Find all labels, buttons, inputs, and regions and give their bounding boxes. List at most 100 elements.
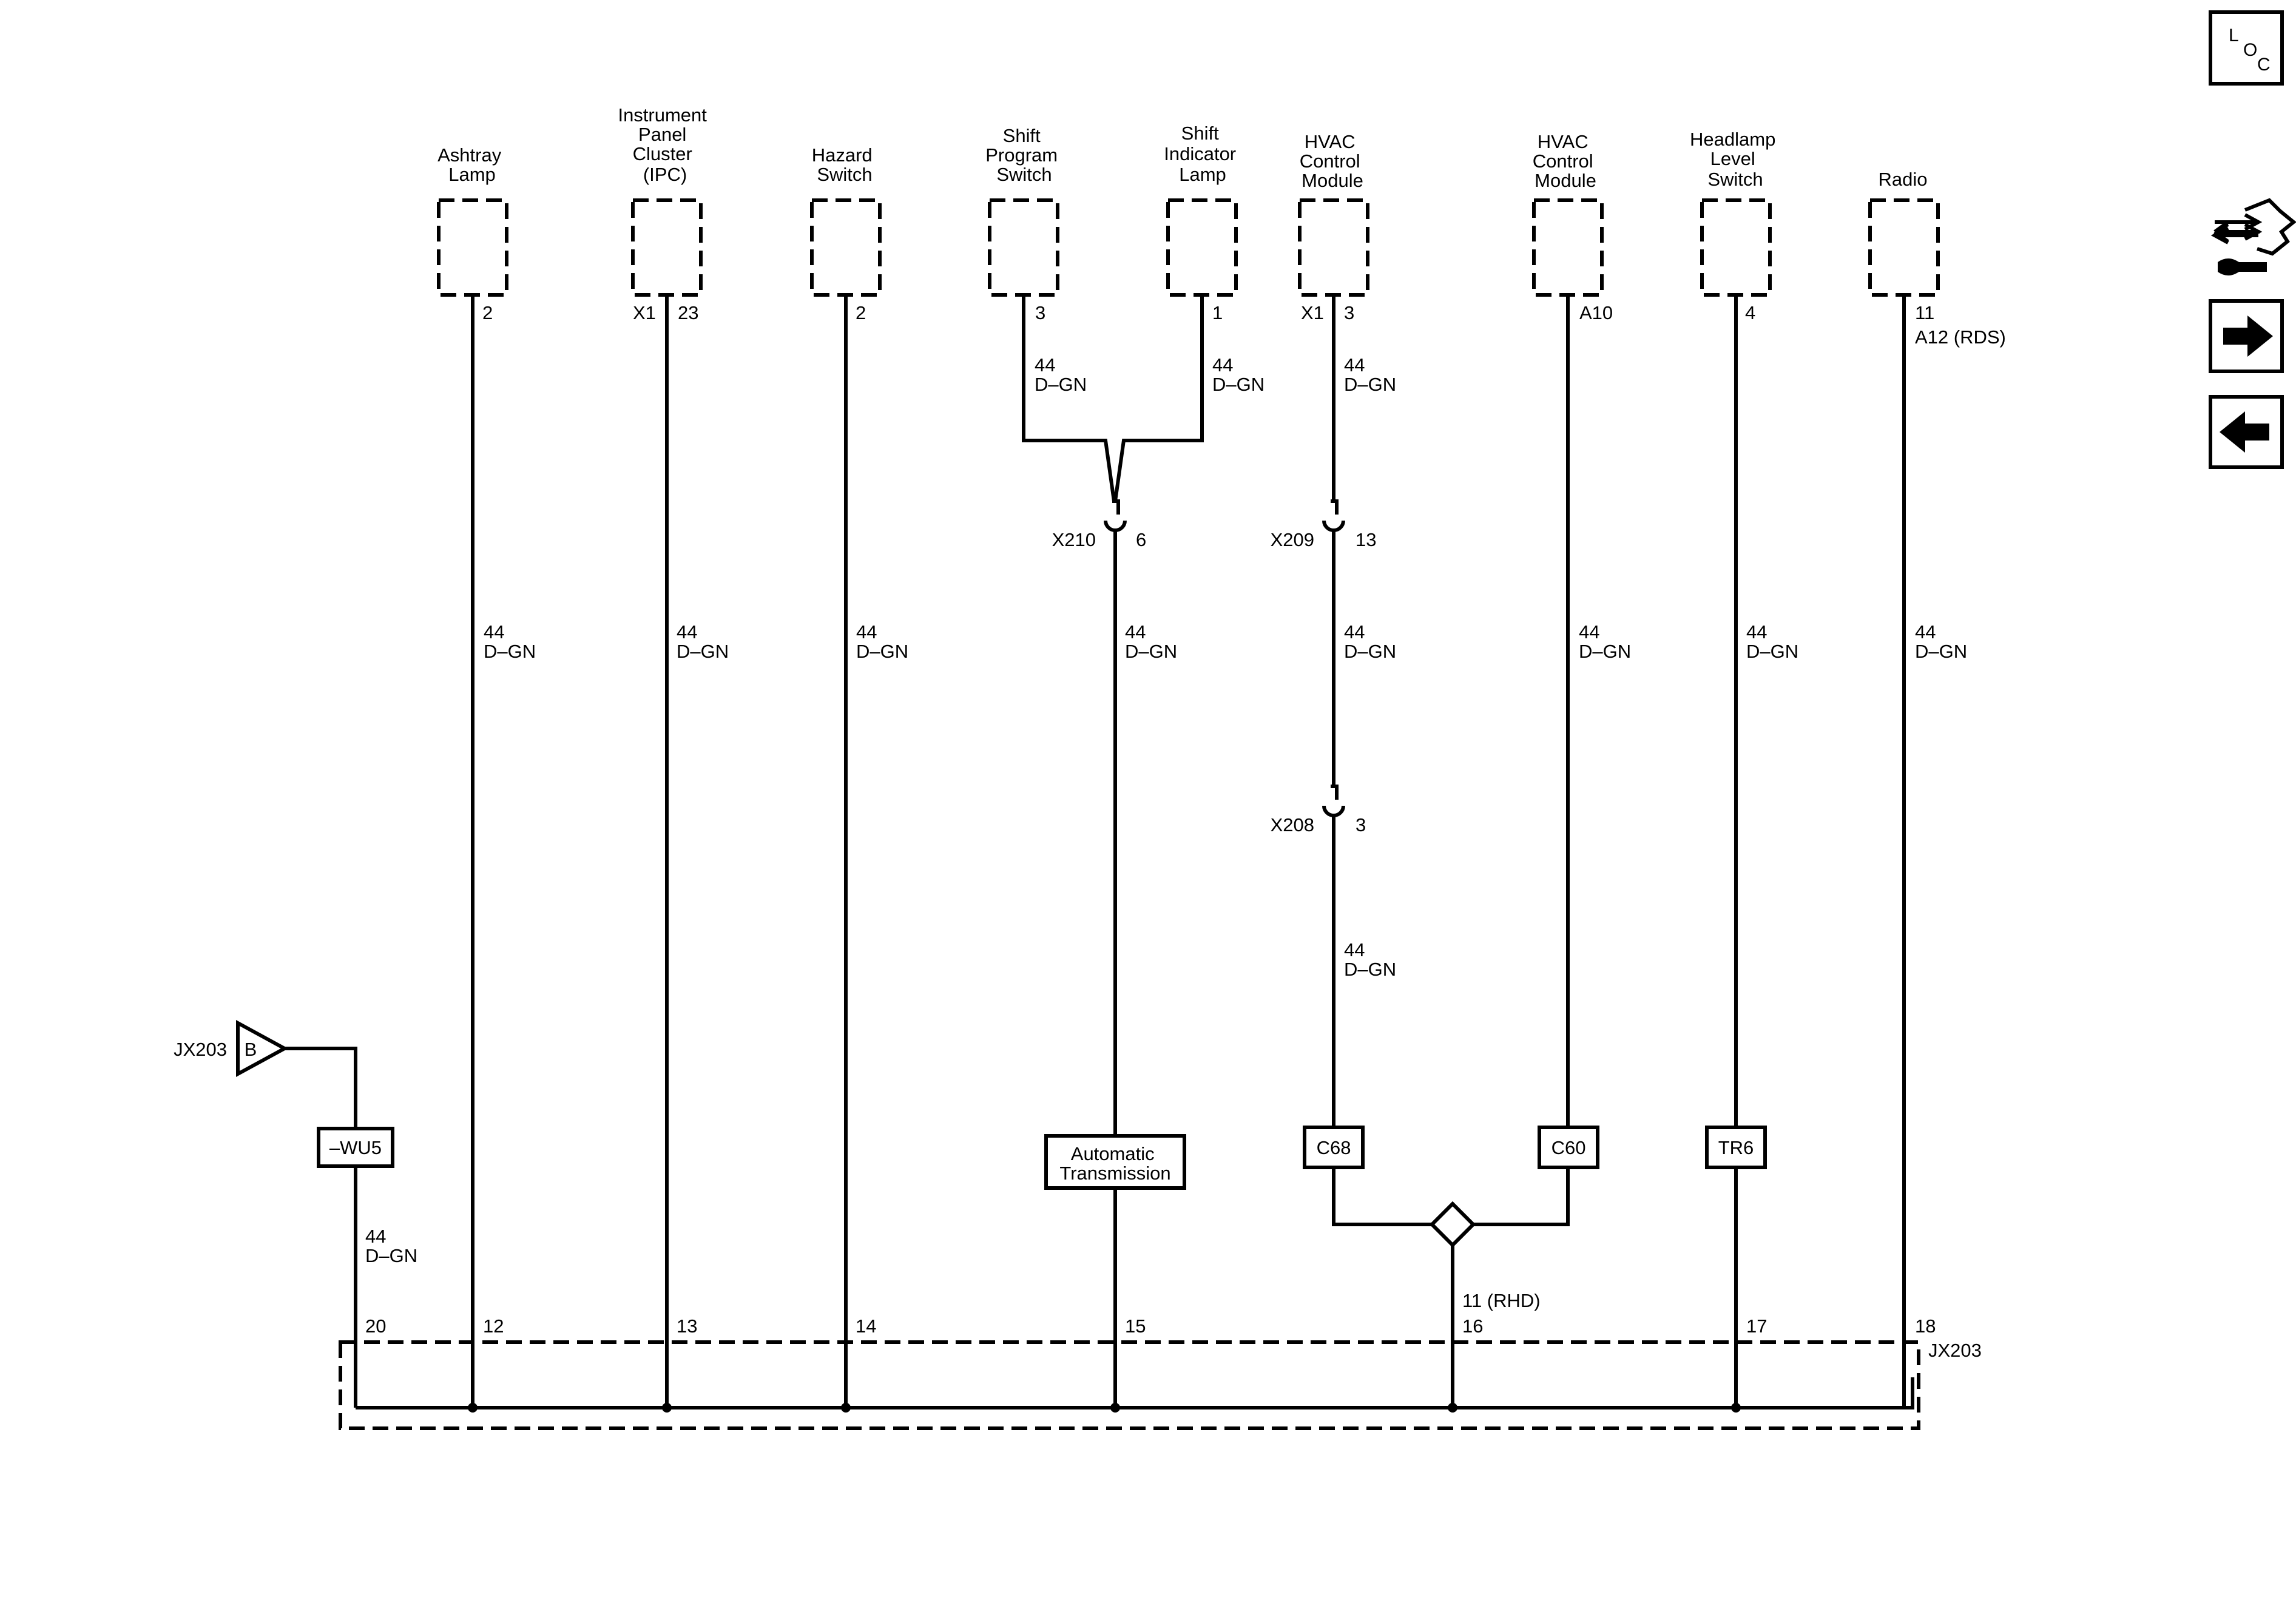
radio-label: Radio — [1879, 169, 1928, 190]
splice-dots — [468, 1403, 1741, 1413]
jx203-pin-14: 14 — [856, 1315, 876, 1337]
hazard-switch-box — [810, 198, 882, 297]
x209-pin: 13 — [1356, 529, 1376, 550]
connector-x208: X208 3 — [1271, 785, 1366, 836]
x210-pin: 6 — [1136, 529, 1146, 550]
ashtray-lamp-label: Ashtray Lamp — [437, 144, 507, 185]
prev-page-button[interactable] — [2209, 395, 2284, 469]
loc-letter-c: C — [2257, 55, 2271, 75]
option-tr6: TR6 — [1705, 1126, 1767, 1169]
ashtray-lamp-box — [437, 198, 508, 297]
headlamp-level-switch-label: Headlamp Level Switch — [1690, 129, 1781, 190]
ipc-label: Instrument Panel Cluster (IPC) — [618, 104, 712, 185]
radio-box — [1868, 198, 1940, 297]
wire-label-hvac1-low-gauge: 44 — [1344, 939, 1365, 960]
jx203-pin-20: 20 — [365, 1315, 386, 1337]
hazard-pin: 2 — [856, 302, 866, 323]
shift-program-switch-box — [988, 198, 1059, 297]
wire-label-hazard-color: D–GN — [856, 641, 908, 662]
x209-name: X209 — [1271, 529, 1314, 550]
headlamp-pin: 4 — [1745, 302, 1755, 323]
ipc-pin: 23 — [678, 302, 698, 323]
jx203-pin-12: 12 — [483, 1315, 504, 1337]
wire-labels: 44 D–GN 44 D–GN 44 D–GN 44 D–GN 44 D–GN … — [365, 354, 1967, 1266]
option-c68: C68 — [1303, 1126, 1365, 1169]
option-auto-trans: Automatic Transmission — [1044, 1134, 1186, 1190]
wire-label-hvac1-low-color: D–GN — [1344, 959, 1396, 980]
wire-label-hvac1-top-gauge: 44 — [1344, 354, 1365, 376]
wire-label-ipc-gauge: 44 — [677, 621, 697, 643]
jx203-pin-17: 17 — [1746, 1315, 1767, 1337]
source-jx203: JX203 B — [174, 1019, 289, 1078]
connector-x209: X209 13 — [1271, 499, 1376, 550]
loc-button[interactable]: L O C — [2209, 10, 2284, 86]
option-c68-label: C68 — [1317, 1137, 1351, 1158]
ashtray-pin: 2 — [482, 302, 493, 323]
headlamp-level-switch-box — [1700, 198, 1772, 297]
wire-label-auto-trans-color: D–GN — [1125, 641, 1177, 662]
wire-label-radio-gauge: 44 — [1915, 621, 1936, 643]
shift-indicator-lamp-box — [1166, 198, 1238, 297]
wire-label-hazard-gauge: 44 — [856, 621, 877, 643]
jx203-bus-name: JX203 — [1928, 1340, 1982, 1361]
option-c60: C60 — [1538, 1126, 1599, 1169]
connector-view-icon[interactable] — [2210, 198, 2296, 275]
rhd-pin-label: 11 (RHD) — [1462, 1290, 1541, 1311]
wire-label-headlamp-gauge: 44 — [1746, 621, 1767, 643]
wire-label-headlamp-color: D–GN — [1746, 641, 1798, 662]
source-jx203-name: JX203 — [174, 1039, 227, 1060]
next-page-button[interactable] — [2209, 299, 2284, 373]
arrow-right-icon — [2223, 316, 2273, 357]
wire-label-shift-indicator-gauge: 44 — [1212, 354, 1233, 376]
wire-label-hvac1-top-color: D–GN — [1344, 374, 1396, 395]
shift-program-switch-label: Shift Program Switch — [985, 125, 1063, 185]
bus-bar — [356, 1377, 1914, 1409]
hvac-control-module-2-label: HVAC Control Module — [1533, 131, 1599, 191]
jx203-splice-pack-box — [339, 1340, 1920, 1430]
jx203-pin-16: 16 — [1462, 1315, 1483, 1337]
wire-label-hvac1-mid-gauge: 44 — [1344, 621, 1365, 643]
hvac-control-module-1-label: HVAC Control Module — [1300, 131, 1366, 191]
option-wu5-label: –WU5 — [329, 1137, 382, 1158]
hvac-control-module-2-box — [1532, 198, 1604, 297]
option-wu5: –WU5 — [317, 1127, 394, 1168]
wire-label-auto-trans-gauge: 44 — [1125, 621, 1146, 643]
ipc-connector: X1 — [633, 302, 656, 323]
loc-letter-o: O — [2243, 40, 2257, 60]
wire-label-hvac1-mid-color: D–GN — [1344, 641, 1396, 662]
hvac1-connector: X1 — [1301, 302, 1324, 323]
x210-name: X210 — [1052, 529, 1096, 550]
wire-label-radio-color: D–GN — [1915, 641, 1967, 662]
hazard-switch-label: Hazard Switch — [812, 144, 878, 185]
jx203-pin-18: 18 — [1915, 1315, 1936, 1337]
wire-hvac1-low — [1332, 817, 1434, 1226]
x208-pin: 3 — [1356, 814, 1366, 836]
wire-hvac2 — [1473, 295, 1570, 1226]
shift-indicator-lamp-label: Shift Indicator Lamp — [1164, 123, 1241, 185]
wire-label-hvac2-gauge: 44 — [1579, 621, 1599, 643]
shift-indicator-pin: 1 — [1212, 302, 1223, 323]
hvac1-pin: 3 — [1344, 302, 1354, 323]
arrow-left-icon — [2220, 411, 2269, 453]
wire-label-wu5-color: D–GN — [365, 1245, 417, 1266]
wire-label-ashtray-color: D–GN — [484, 641, 536, 662]
wire-label-wu5-gauge: 44 — [365, 1226, 386, 1247]
wire-shift-indicator — [1113, 295, 1204, 502]
connector-x210: X210 6 — [1052, 499, 1146, 550]
hvac-control-module-1-box — [1298, 198, 1369, 297]
wire-label-hvac2-color: D–GN — [1579, 641, 1631, 662]
option-c60-label: C60 — [1551, 1137, 1586, 1158]
wire-label-shift-program-gauge: 44 — [1035, 354, 1055, 376]
ipc-box — [631, 198, 703, 297]
option-auto-trans-label: Automatic Transmission — [1059, 1143, 1170, 1184]
wire-shift-program — [1022, 295, 1116, 502]
loc-letter-l: L — [2229, 25, 2239, 46]
hvac2-pin: A10 — [1579, 302, 1613, 323]
option-tr6-label: TR6 — [1718, 1137, 1754, 1158]
shift-program-pin: 3 — [1035, 302, 1045, 323]
wire-label-ashtray-gauge: 44 — [484, 621, 504, 643]
wire-label-ipc-color: D–GN — [677, 641, 729, 662]
jx203-pin-13: 13 — [677, 1315, 697, 1337]
source-letter: B — [245, 1039, 257, 1060]
